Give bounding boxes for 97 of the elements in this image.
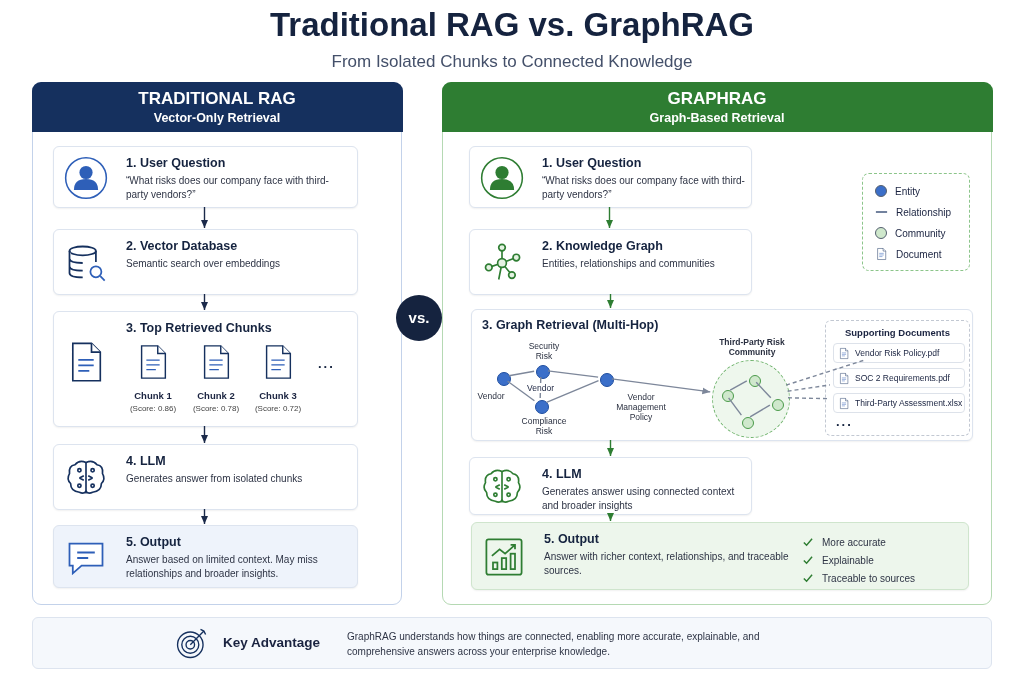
banner-text: GraphRAG understands how things are connected, enabling more accurate, explainable, and comprehensive answers across your enterprise knowledge.: [347, 630, 761, 659]
chunk-name: Chunk 2: [196, 390, 236, 401]
banner-title: Key Advantage: [223, 635, 321, 650]
panel-title: TRADITIONAL RAG: [137, 88, 297, 109]
benefit-item: Explainable: [822, 554, 874, 566]
step-description: “What risks does our company face with third-party vendors?”: [542, 174, 745, 202]
entity-node: [497, 372, 511, 386]
arrow: [607, 293, 614, 309]
step-description: Semantic search over embeddings: [126, 257, 281, 271]
legend-label: Community: [895, 227, 946, 239]
arrow: [201, 206, 208, 229]
step-title: 3. Top Retrieved Chunks: [126, 321, 273, 335]
documents-panel: [825, 320, 970, 436]
community-node: [742, 417, 754, 429]
step-card: [53, 311, 358, 427]
document-item: [833, 393, 965, 413]
chunk-score: (Score: 0.86): [128, 404, 178, 413]
vs-badge: [396, 295, 442, 341]
step-card: [53, 525, 358, 588]
connector-line: [545, 380, 600, 403]
step-card: [471, 522, 969, 590]
step-title: 5. Output: [126, 535, 182, 549]
chunk-score: (Score: 0.72): [253, 404, 303, 413]
step-title: 2. Vector Database: [126, 239, 239, 253]
panel-title: GRAPHRAG: [666, 88, 768, 109]
community-node: [749, 375, 761, 387]
arrow: [201, 425, 208, 444]
panel: [32, 82, 402, 605]
step-description: Answer with richer context, relationships, and traceable sources.: [544, 550, 790, 578]
legend-label: Entity: [895, 185, 920, 197]
arrow: [607, 439, 614, 457]
step-card: [53, 229, 358, 295]
arrow: [607, 513, 614, 522]
subtitle: From Isolated Chunks to Connected Knowledge: [330, 52, 694, 72]
connector-line: [727, 397, 743, 416]
step-description: Generates answer from isolated chunks: [126, 472, 304, 486]
community-node: [772, 399, 784, 411]
file-name: SOC 2 Requirements.pdf: [855, 373, 950, 383]
panel-heading: Supporting Documents: [844, 327, 951, 338]
step-card: [469, 146, 752, 208]
panel: [442, 82, 992, 605]
connector-line: [729, 380, 748, 391]
step-title: 4. LLM: [542, 467, 583, 481]
step-card: [471, 309, 973, 441]
title: Traditional RAG vs. GraphRAG: [268, 6, 756, 44]
benefit-item: Traceable to sources: [822, 572, 915, 584]
step-description: Entities, relationships and communities: [542, 257, 716, 271]
step-card: [469, 229, 752, 295]
entity-node: [535, 400, 549, 414]
connector-line: [749, 404, 771, 418]
file-name: Vendor Risk Policy.pdf: [855, 348, 940, 358]
document-item: [833, 343, 965, 363]
connector-line: [547, 370, 599, 378]
node-label: Vendor: [476, 391, 506, 401]
entity-node: [600, 373, 614, 387]
step-card: [53, 444, 358, 510]
community-node: [722, 390, 734, 402]
document-item: [833, 368, 965, 388]
connector-line: [755, 381, 772, 399]
connector-line: [786, 384, 831, 392]
step-description: Answer based on limited context. May miss relationships and broader insights.: [126, 553, 319, 581]
chunk-name: Chunk 1: [133, 390, 173, 401]
connector-line: [506, 380, 536, 402]
arrow: [201, 293, 208, 311]
connector-line: [508, 370, 535, 377]
step-title: 1. User Question: [126, 156, 227, 170]
ellipsis-mark: ...: [318, 356, 336, 371]
step-card: [469, 457, 752, 515]
node-label: Compliance Risk: [520, 416, 568, 436]
file-name: Third-Party Assessment.xlsx: [855, 398, 963, 408]
node-label: Security Risk: [527, 341, 561, 361]
node-label: Third-Party Risk Community: [718, 337, 786, 357]
arrow: [201, 508, 208, 525]
step-title: 5. Output: [544, 532, 600, 546]
edge-label: Vendor: [525, 382, 556, 393]
legend-label: Relationship: [896, 206, 952, 218]
vs-label: vs.: [407, 309, 431, 326]
step-title: 1. User Question: [542, 156, 643, 170]
entity-node: [536, 365, 550, 379]
step-title: 3. Graph Retrieval (Multi-Hop): [482, 318, 660, 332]
arrow: [606, 206, 613, 229]
advantage-banner: [32, 617, 992, 669]
panel-subtitle: Vector-Only Retrieval: [152, 110, 282, 125]
chunk-score: (Score: 0.78): [191, 404, 241, 413]
benefit-item: More accurate: [822, 536, 886, 548]
ellipsis-mark: ...: [836, 414, 854, 429]
step-description: Generates answer using connected context and broader insights: [542, 485, 736, 513]
panel-subtitle: Graph-Based Retrieval: [648, 110, 786, 125]
legend-label: Document: [896, 248, 942, 260]
arrow: [611, 378, 711, 395]
step-description: “What risks does our company face with third-party vendors?”: [126, 174, 330, 202]
chunk-name: Chunk 3: [258, 390, 298, 401]
step-title: 4. LLM: [126, 454, 167, 468]
connector-line: [785, 359, 866, 386]
step-title: 2. Knowledge Graph: [542, 239, 664, 253]
node-label: Vendor Management Policy: [615, 392, 667, 422]
step-card: [53, 146, 358, 208]
